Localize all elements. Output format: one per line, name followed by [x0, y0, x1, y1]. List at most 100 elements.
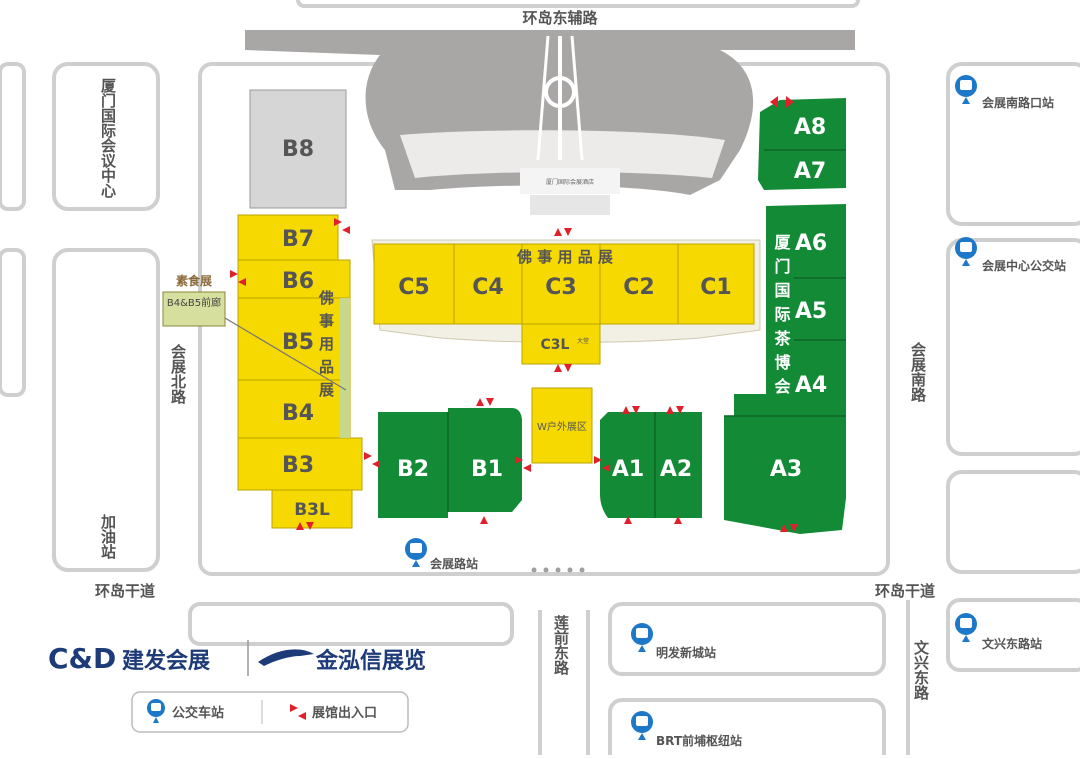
- bus-icon: [955, 613, 977, 642]
- entrance-icon: [230, 270, 246, 286]
- bus-stop-wenxing-dong: 文兴东路站: [955, 613, 1042, 651]
- bus-icon: [147, 699, 165, 723]
- corridor-pointer: [224, 317, 347, 391]
- c-hall-row: [371, 239, 761, 365]
- legend: 公交车站 展馆出入口: [131, 691, 409, 733]
- outdoor-area: [531, 387, 593, 464]
- entrance-icon: [364, 452, 380, 468]
- bus-stop-label: BRT前埔枢纽站: [656, 733, 742, 748]
- entrances: [230, 96, 798, 532]
- bus-icon: [955, 237, 977, 266]
- east-green-halls: [724, 98, 846, 534]
- bus-stop-label: 明发新城站: [656, 645, 716, 660]
- b4b5-corridor-label: B4&B5前廊: [167, 296, 221, 309]
- hall-c5-label: C5: [398, 275, 429, 300]
- jinhongxin-brand-name: 金泓信展览: [315, 648, 426, 674]
- hall-b4-label: B4: [282, 401, 314, 426]
- entrance-icon: [290, 704, 306, 720]
- bus-stop-label: 文兴东路站: [982, 636, 1042, 651]
- hall-a6-label: A6: [795, 231, 827, 256]
- outdoor-area-label: W户外展区: [537, 420, 587, 433]
- path-dots: [531, 567, 585, 573]
- hall-b2-label: B2: [397, 457, 429, 482]
- b4b5-corridor-box: [162, 291, 226, 327]
- hall-a5-label: A5: [795, 299, 827, 324]
- b-green-halls: [378, 408, 522, 518]
- a-green-halls-center: [600, 412, 702, 518]
- bus-icon: [955, 75, 977, 104]
- hall-a2-label: A2: [660, 457, 692, 482]
- convention-center-label: 厦门国际会展酒店: [546, 178, 594, 186]
- bus-stop-label: 会展南路口站: [982, 95, 1054, 110]
- hall-c3-label: C3: [545, 275, 576, 300]
- gas-station-label: 加油站: [99, 514, 117, 560]
- legend-entrance-label: 展馆出入口: [312, 705, 377, 721]
- road-top-label: 环岛东辅路: [522, 9, 598, 27]
- road-east-label: 会展南路: [909, 341, 927, 402]
- hall-a7-label: A7: [794, 159, 826, 184]
- hall-c3l-label: C3L: [541, 337, 570, 353]
- bus-stop-huizhan-nankou: 会展南路口站: [955, 75, 1054, 110]
- hall-b6-label: B6: [282, 269, 314, 294]
- entrance-icon: [770, 96, 794, 108]
- entrance-icon: [515, 456, 531, 472]
- entrance-icon: [594, 456, 610, 472]
- hall-a4-label: A4: [795, 373, 827, 398]
- entrance-icon: [480, 516, 488, 524]
- bus-stop-label: 会展中心公交站: [982, 258, 1066, 273]
- entrance-icon: [554, 364, 572, 372]
- hall-a1-label: A1: [612, 457, 644, 482]
- legend-bus-label: 公交车站: [172, 705, 224, 721]
- cd-brand: C&D 建发会展: [48, 642, 210, 675]
- hall-b1-label: B1: [471, 457, 503, 482]
- bus-stop-huizhan-lu: 会展路站: [405, 538, 478, 571]
- vegetarian-expo-label: 素食展: [176, 273, 212, 288]
- jinhongxin-logo-icon: [258, 649, 314, 666]
- bus-stop-brt: BRT前埔枢纽站: [631, 711, 742, 748]
- entrance-icon: [476, 398, 494, 406]
- bus-icon: [631, 623, 653, 652]
- entrance-icon: [334, 218, 350, 234]
- road-ring-left-label: 环岛干道: [95, 582, 155, 600]
- hall-b7-label: B7: [282, 227, 314, 252]
- bus-stop-label-text: 会展中心公交站: [982, 258, 1066, 273]
- hall-b3-label: B3: [282, 453, 314, 478]
- tea-expo-vertical-label: 厦门国际茶博会: [772, 234, 792, 402]
- cd-logo-text: C&D: [48, 642, 116, 675]
- road-west-label: 会展北路: [169, 343, 187, 404]
- west-yellow-halls: [237, 214, 363, 529]
- conference-center-label: 厦门国际会议中心: [99, 78, 117, 199]
- bus-stop-label: 会展路站: [430, 556, 478, 571]
- hall-c2-label: C2: [623, 275, 654, 300]
- legend-box: [131, 691, 409, 733]
- entrance-icon: [666, 406, 684, 414]
- bus-stop-mingfa: 明发新城站: [631, 623, 716, 660]
- hall-c1-label: C1: [700, 275, 731, 300]
- jinhongxin-brand: 金泓信展览: [258, 648, 426, 674]
- bus-icon: [405, 538, 427, 567]
- road-wenxing-label: 文兴东路: [912, 639, 930, 700]
- hall-a8-label: A8: [794, 115, 826, 140]
- road-lianqian-label: 莲前东路: [552, 614, 570, 675]
- road-ring-right-label: 环岛干道: [875, 582, 935, 600]
- hall-b5-label: B5: [282, 330, 314, 355]
- hall-c4-label: C4: [472, 275, 503, 300]
- entrance-icon: [674, 516, 682, 524]
- entrance-icon: [624, 516, 632, 524]
- cd-brand-name: 建发会展: [122, 648, 210, 674]
- hall-c3l-sub-label: 大堂: [577, 337, 589, 345]
- buddhist-expo-vertical-label: 佛事用品展: [317, 289, 335, 405]
- hall-b8-label: B8: [282, 137, 314, 162]
- buddhist-expo-label: 佛 事 用 品 展: [516, 248, 613, 266]
- entrance-icon: [296, 522, 314, 530]
- entrance-icon: [554, 228, 572, 236]
- bus-icon: [631, 711, 653, 740]
- entrance-icon: [780, 524, 798, 532]
- convention-center-building: 厦门国际会展酒店: [245, 30, 855, 215]
- entrance-icon: [622, 406, 640, 414]
- hall-b8-area: [249, 89, 347, 209]
- hall-a3-label: A3: [770, 457, 802, 482]
